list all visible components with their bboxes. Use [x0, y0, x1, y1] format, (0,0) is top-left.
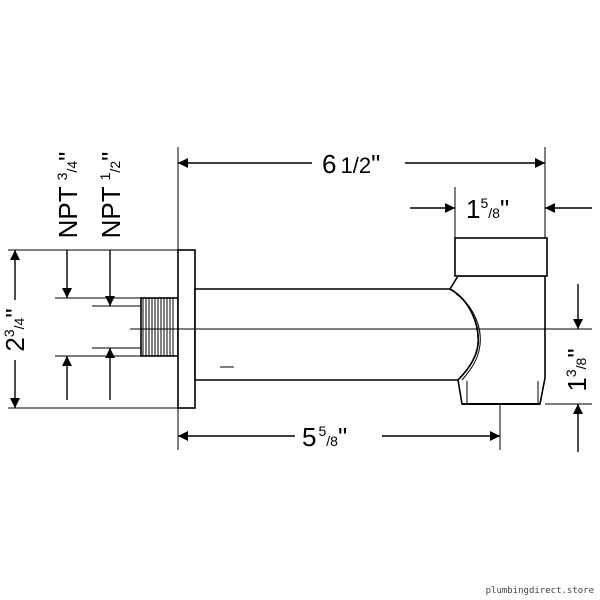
label-flange-height: 23/4": [0, 308, 30, 351]
label-npt-large: NPT3/4": [53, 152, 83, 239]
watermark: plumbingdirect.store: [486, 586, 594, 596]
thread-lines: [142, 298, 174, 356]
threaded-nipple: [140, 297, 179, 357]
label-npt-small: NPT1/2": [96, 152, 126, 239]
spout-tube: [194, 288, 480, 381]
label-outlet-width: 15/8": [466, 194, 509, 224]
seam-curve: [455, 293, 481, 381]
outlet-cap: [454, 237, 548, 277]
spout-body: [140, 237, 548, 409]
label-outlet-height: 13/8": [562, 348, 592, 391]
dimension-lines: [10, 158, 592, 452]
